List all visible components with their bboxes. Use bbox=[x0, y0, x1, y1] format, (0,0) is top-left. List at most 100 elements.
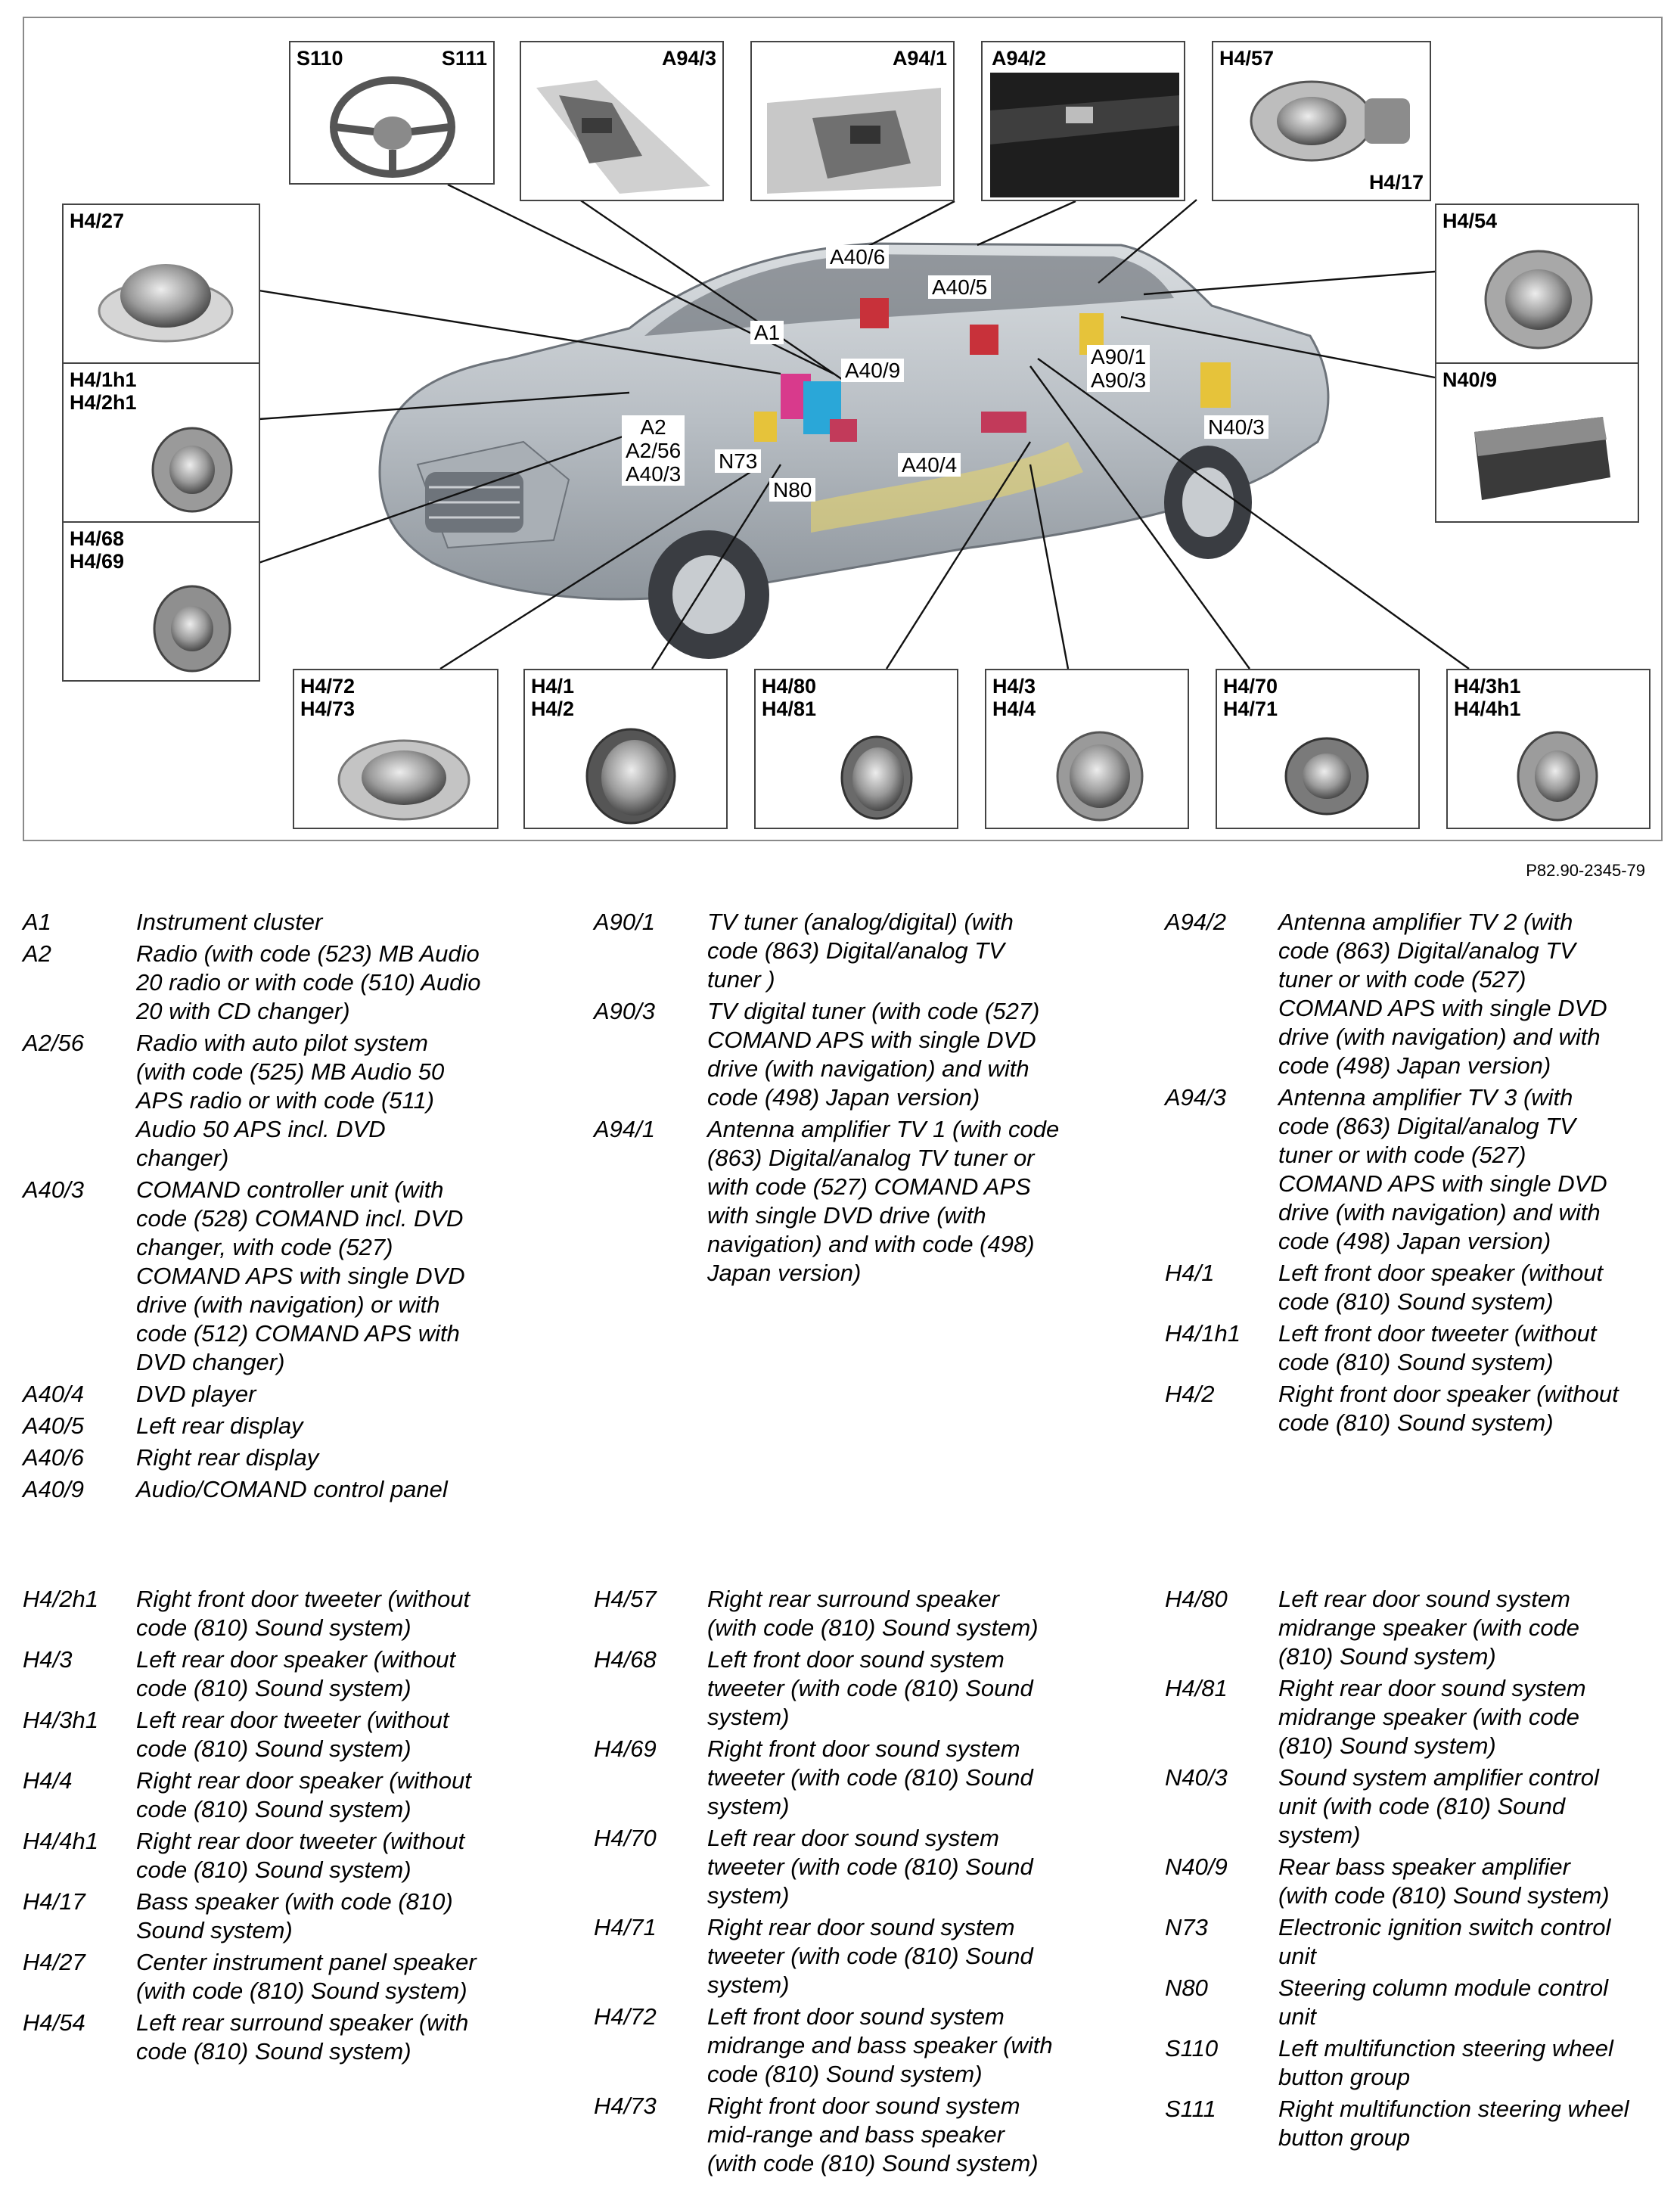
legend-code: A94/3 bbox=[1165, 1083, 1271, 1112]
legend-code: H4/4 bbox=[23, 1766, 129, 1795]
car-label-n40-3: N40/3 bbox=[1204, 415, 1269, 439]
legend-description: Right rear display bbox=[136, 1443, 514, 1472]
legend-description: Left front door speaker (without code (8… bbox=[1278, 1259, 1657, 1316]
tweeter-icon bbox=[1508, 727, 1607, 825]
callout-label: H4/54 bbox=[1442, 210, 1497, 232]
legend-description: Left rear display bbox=[136, 1412, 514, 1440]
callout-label: H4/27 bbox=[70, 210, 124, 232]
legend-description: Right front door sound system tweeter (w… bbox=[707, 1735, 1085, 1821]
car-label-a40-4: A40/4 bbox=[898, 453, 961, 477]
legend-description: Steering column module control unit bbox=[1278, 1974, 1657, 2031]
speaker-icon bbox=[578, 723, 684, 825]
callout-label: A94/2 bbox=[992, 47, 1046, 70]
legend-code: N73 bbox=[1165, 1913, 1271, 1942]
callout-label: H4/3h1 H4/4h1 bbox=[1454, 675, 1521, 720]
callout-h4-3h1-h4-4h1: H4/3h1 H4/4h1 bbox=[1446, 669, 1650, 829]
legend-code: N40/3 bbox=[1165, 1763, 1271, 1792]
legend-code: S110 bbox=[1165, 2034, 1271, 2063]
legend-description: Left rear door tweeter (without code (81… bbox=[136, 1706, 514, 1763]
legend-code: A40/9 bbox=[23, 1475, 129, 1504]
callout-n40-9: N40/9 bbox=[1435, 362, 1639, 523]
speaker-icon bbox=[94, 243, 238, 356]
antenna-amplifier-icon bbox=[990, 73, 1179, 197]
callout-label: N40/9 bbox=[1442, 368, 1497, 391]
callout-label: H4/1h1 H4/2h1 bbox=[70, 368, 137, 414]
legend-description: COMAND controller unit (with code (528) … bbox=[136, 1176, 514, 1377]
legend-description: Left front door sound system midrange an… bbox=[707, 2002, 1085, 2089]
legend-column: A1Instrument clusterA2Radio (with code (… bbox=[23, 908, 552, 1507]
legend-description: Left rear door sound system midrange spe… bbox=[1278, 1585, 1657, 1671]
legend-code: H4/71 bbox=[594, 1913, 700, 1942]
speaker-icon bbox=[332, 731, 476, 825]
front-grille bbox=[425, 472, 523, 533]
callout-h4-3-h4-4: H4/3 H4/4 bbox=[985, 669, 1189, 829]
legend-entry: H4/73Right front door sound system mid-r… bbox=[594, 2092, 1123, 2178]
legend-description: Right rear door sound system midrange sp… bbox=[1278, 1674, 1657, 1760]
legend-code: A90/3 bbox=[594, 997, 700, 1026]
legend-code: N40/9 bbox=[1165, 1853, 1271, 1881]
callout-h4-57-h4-17: H4/57 H4/17 bbox=[1212, 41, 1431, 201]
legend-description: Left rear door speaker (without code (81… bbox=[136, 1645, 514, 1703]
tweeter-icon bbox=[1278, 731, 1376, 822]
legend-code: A2/56 bbox=[23, 1029, 129, 1058]
legend-code: H4/80 bbox=[1165, 1585, 1271, 1614]
legend-code: H4/2h1 bbox=[23, 1585, 129, 1614]
callout-a94-1: A94/1 bbox=[750, 41, 955, 201]
car-label-a40-9: A40/9 bbox=[841, 359, 904, 382]
legend-description: Right rear surround speaker (with code (… bbox=[707, 1585, 1085, 1642]
car-label-a40-6: A40/6 bbox=[826, 245, 889, 269]
callout-label: H4/1 H4/2 bbox=[531, 675, 574, 720]
callout-label-h4-17: H4/17 bbox=[1369, 171, 1424, 194]
legend-description: Right rear door speaker (without code (8… bbox=[136, 1766, 514, 1824]
legend-description: Left front door sound system tweeter (wi… bbox=[707, 1645, 1085, 1732]
callout-label-s111: S111 bbox=[442, 47, 487, 70]
legend-code: A40/6 bbox=[23, 1443, 129, 1472]
car-label-a90-1-a90-3: A90/1 A90/3 bbox=[1087, 345, 1150, 392]
callout-label-s110: S110 bbox=[297, 47, 343, 70]
legend-code: A90/1 bbox=[594, 908, 700, 937]
legend-entry: H4/72Left front door sound system midran… bbox=[594, 2002, 1123, 2089]
legend-code: H4/1 bbox=[1165, 1259, 1271, 1288]
legend-description: Right front door sound system mid-range … bbox=[707, 2092, 1085, 2178]
legend-code: A1 bbox=[23, 908, 129, 937]
legend-description: Antenna amplifier TV 3 (with code (863) … bbox=[1278, 1083, 1657, 1256]
callout-h4-80-h4-81: H4/80 H4/81 bbox=[754, 669, 958, 829]
callout-label: H4/68 H4/69 bbox=[70, 527, 124, 573]
legend-code: H4/27 bbox=[23, 1948, 129, 1977]
legend-entry: H4/17Bass speaker (with code (810) Sound… bbox=[23, 1888, 552, 1945]
legend-entry: S110Left multifunction steering wheel bu… bbox=[1165, 2034, 1680, 2092]
n40-3-marker bbox=[1200, 362, 1231, 408]
tweeter-icon bbox=[139, 583, 253, 674]
legend-entry: H4/68Left front door sound system tweete… bbox=[594, 1645, 1123, 1732]
amplifier-icon bbox=[1467, 409, 1618, 508]
legend-code: A40/5 bbox=[23, 1412, 129, 1440]
component-location-figure: S110 S111 A94/3 A94/1 A94/2 bbox=[23, 17, 1663, 841]
legend-code: H4/3 bbox=[23, 1645, 129, 1674]
callout-label-h4-57: H4/57 bbox=[1219, 47, 1274, 70]
antenna-amplifier-icon bbox=[759, 73, 949, 197]
callout-a94-3: A94/3 bbox=[520, 41, 724, 201]
legend-description: Right front door speaker (without code (… bbox=[1278, 1380, 1657, 1437]
legend-description: Center instrument panel speaker (with co… bbox=[136, 1948, 514, 2006]
legend-description: Antenna amplifier TV 1 (with code (863) … bbox=[707, 1115, 1085, 1288]
legend-description: TV tuner (analog/digital) (with code (86… bbox=[707, 908, 1085, 994]
legend-code: H4/81 bbox=[1165, 1674, 1271, 1703]
legend-description: Left front door tweeter (without code (8… bbox=[1278, 1319, 1657, 1377]
legend-code: H4/2 bbox=[1165, 1380, 1271, 1409]
legend-entry: H4/57Right rear surround speaker (with c… bbox=[594, 1585, 1123, 1642]
legend-description: Radio with auto pilot system (with code … bbox=[136, 1029, 514, 1173]
